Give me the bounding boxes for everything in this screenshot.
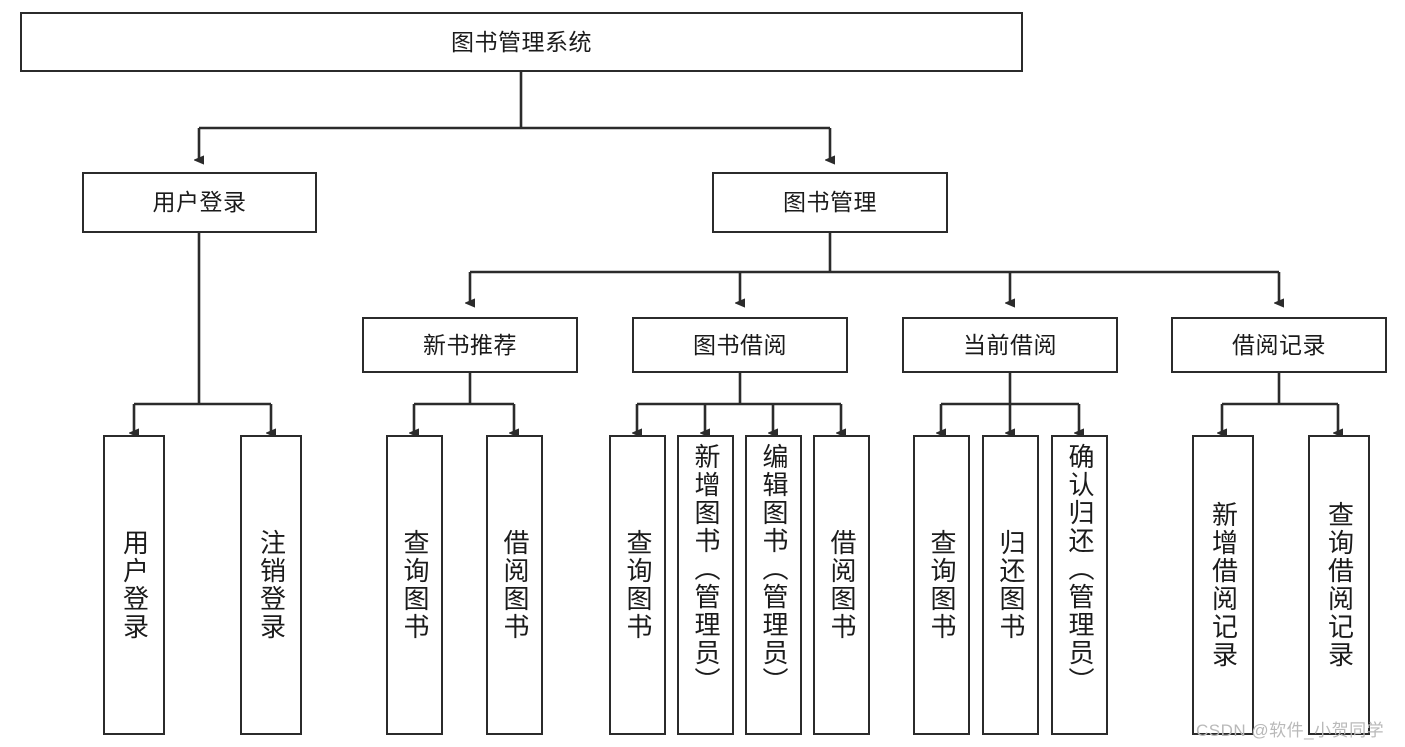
node-label: 查询借阅记录 [1324, 501, 1355, 669]
node-label: 新增借阅记录 [1208, 501, 1239, 669]
leaf-edit-book-admin[interactable]: 编辑图书（管理员） [745, 435, 802, 735]
leaf-add-borrow-record[interactable]: 新增借阅记录 [1192, 435, 1254, 735]
node-label: 归还图书 [996, 529, 1027, 641]
node-new-book-recommend[interactable]: 新书推荐 [362, 317, 578, 373]
node-label: 编辑图书（管理员） [759, 443, 790, 695]
leaf-borrow-book-new[interactable]: 借阅图书 [486, 435, 543, 735]
node-book-management[interactable]: 图书管理 [712, 172, 948, 233]
node-label: 图书管理 [783, 189, 877, 216]
node-label: 当前借阅 [963, 331, 1057, 358]
leaf-query-borrow-record[interactable]: 查询借阅记录 [1308, 435, 1370, 735]
node-borrow-records[interactable]: 借阅记录 [1171, 317, 1387, 373]
node-label: 新增图书（管理员） [691, 443, 722, 695]
node-label: 确认归还（管理员） [1065, 443, 1096, 695]
node-label: 用户登录 [152, 189, 247, 216]
node-book-borrow[interactable]: 图书借阅 [632, 317, 848, 373]
leaf-query-book-borrow[interactable]: 查询图书 [609, 435, 666, 735]
node-label: 查询图书 [400, 529, 431, 641]
leaf-user-login[interactable]: 用户登录 [103, 435, 165, 735]
node-root[interactable]: 图书管理系统 [20, 12, 1023, 72]
leaf-confirm-return-admin[interactable]: 确认归还（管理员） [1051, 435, 1108, 735]
node-user-login[interactable]: 用户登录 [82, 172, 317, 233]
node-label: 新书推荐 [423, 331, 517, 358]
leaf-query-book-current[interactable]: 查询图书 [913, 435, 970, 735]
leaf-add-book-admin[interactable]: 新增图书（管理员） [677, 435, 734, 735]
node-label: 查询图书 [927, 529, 958, 641]
node-label: 图书管理系统 [451, 28, 592, 55]
node-label: 图书借阅 [693, 331, 787, 358]
node-label: 借阅图书 [827, 529, 858, 641]
leaf-borrow-book[interactable]: 借阅图书 [813, 435, 870, 735]
node-label: 借阅记录 [1232, 331, 1326, 358]
node-label: 借阅图书 [500, 529, 531, 641]
node-label: 注销登录 [256, 529, 287, 641]
node-label: 查询图书 [623, 529, 654, 641]
node-current-borrow[interactable]: 当前借阅 [902, 317, 1118, 373]
leaf-return-book[interactable]: 归还图书 [982, 435, 1039, 735]
csdn-watermark: CSDN @软件_小贺同学 [1196, 721, 1385, 740]
leaf-logout[interactable]: 注销登录 [240, 435, 302, 735]
leaf-query-book-new[interactable]: 查询图书 [386, 435, 443, 735]
node-label: 用户登录 [119, 529, 150, 641]
